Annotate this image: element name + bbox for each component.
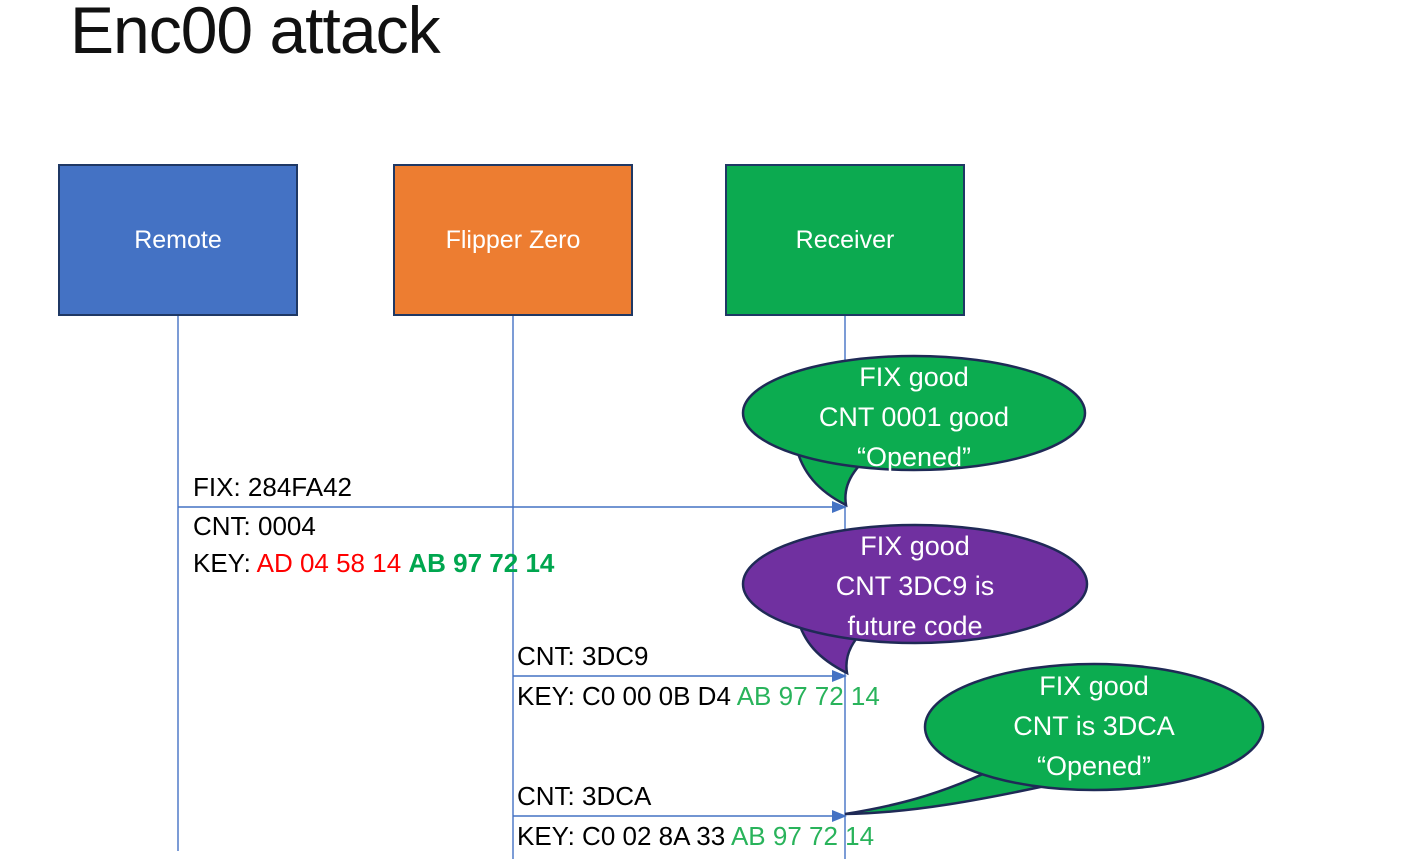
message1-cnt-label: CNT: 0004 [193, 511, 316, 541]
callout-line: “Opened” [856, 442, 972, 472]
callout1-text: FIX good CNT 0001 good “Opened” [754, 357, 1074, 477]
actor-box-receiver: Receiver [725, 164, 965, 316]
arrowhead-icon [832, 501, 847, 513]
callout2-text: FIX good CNT 3DC9 is future code [755, 526, 1075, 646]
callout-line: CNT 0001 good [818, 402, 1010, 432]
key-prefix: KEY: [193, 548, 257, 578]
actor-box-remote: Remote [58, 164, 298, 316]
arrow-remote-to-receiver [178, 501, 847, 513]
message2-cnt-label: CNT: 3DC9 [517, 641, 649, 671]
key-prefix: KEY: C0 00 0B D4 [517, 681, 737, 711]
actor-label: Remote [134, 225, 222, 254]
callout3-text: FIX good CNT is 3DCA “Opened” [934, 666, 1254, 786]
key-bytes-green: AB 97 72 14 [736, 681, 880, 711]
callout-bubble-opened-2 [844, 662, 1265, 816]
message2-key-label: KEY: C0 00 0B D4 AB 97 72 14 [517, 681, 880, 711]
callout-line: FIX good [859, 362, 969, 392]
callout-ellipse [741, 354, 1087, 472]
arrow-flipper-to-receiver-1 [513, 670, 847, 682]
page-title: Enc00 attack [70, 0, 441, 67]
callout-line: “Opened” [1036, 751, 1152, 781]
actor-label: Flipper Zero [445, 225, 581, 254]
callout-ellipse [741, 523, 1089, 645]
callout-line: CNT 3DC9 is [835, 571, 995, 601]
message3-key-label: KEY: C0 02 8A 33 AB 97 72 14 [517, 821, 874, 851]
callout-line: future code [847, 611, 983, 641]
key-prefix: KEY: C0 02 8A 33 [517, 821, 731, 851]
callout-ellipse [923, 662, 1265, 792]
message3-cnt-label: CNT: 3DCA [517, 781, 652, 811]
key-bytes-green: AB 97 72 14 [730, 821, 875, 851]
callout-line: FIX good [860, 531, 970, 561]
callout-bubble-future-code [741, 523, 1089, 676]
callout-line: CNT is 3DCA [1013, 711, 1175, 741]
key-bytes-red: AD 04 58 14 [256, 548, 409, 578]
callout-bubble-opened-1 [741, 354, 1087, 508]
callout-line: FIX good [1039, 671, 1149, 701]
key-bytes-green: AB 97 72 14 [408, 548, 555, 578]
actor-box-flipper-zero: Flipper Zero [393, 164, 633, 316]
actor-label: Receiver [795, 225, 895, 254]
arrow-flipper-to-receiver-2 [513, 810, 847, 822]
message1-key-label: KEY: AD 04 58 14 AB 97 72 14 [193, 548, 554, 578]
arrowhead-icon [832, 810, 847, 822]
arrowhead-icon [832, 670, 847, 682]
message1-fix-label: FIX: 284FA42 [193, 472, 352, 502]
